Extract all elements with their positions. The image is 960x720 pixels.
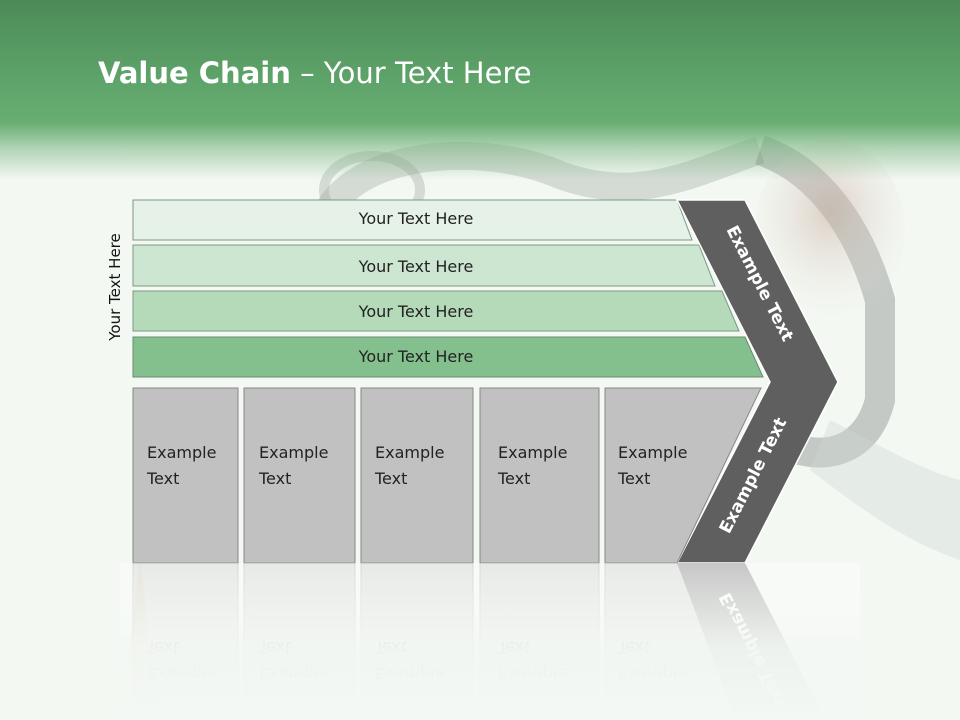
box-2-line2: Text bbox=[258, 469, 291, 488]
box-3-line2: Text bbox=[374, 469, 407, 488]
box-4-line2: Text bbox=[497, 469, 530, 488]
box-1[interactable] bbox=[132, 387, 239, 564]
reflection-fade bbox=[120, 563, 860, 720]
box-3-line1: Example bbox=[375, 443, 444, 462]
slide-title: Value Chain – Your Text Here bbox=[98, 56, 532, 90]
bar-3[interactable] bbox=[132, 290, 740, 332]
header-band bbox=[0, 0, 960, 180]
title-bold: Value Chain bbox=[98, 56, 291, 90]
bar-1[interactable] bbox=[132, 199, 693, 241]
bar-4-label: Your Text Here bbox=[358, 347, 474, 366]
bar-1-label: Your Text Here bbox=[358, 209, 474, 228]
box-2[interactable] bbox=[243, 387, 356, 564]
box-5-line2: Text bbox=[617, 469, 650, 488]
bar-3-label: Your Text Here bbox=[358, 302, 474, 321]
bar-4[interactable] bbox=[132, 336, 764, 378]
box-4[interactable] bbox=[479, 387, 600, 564]
title-rest: – Your Text Here bbox=[290, 56, 532, 90]
box-1-line2: Text bbox=[146, 469, 179, 488]
box-1-line1: Example bbox=[147, 443, 216, 462]
bar-2[interactable] bbox=[132, 244, 716, 287]
box-2-line1: Example bbox=[259, 443, 328, 462]
bar-2-label: Your Text Here bbox=[358, 257, 474, 276]
box-5-line1: Example bbox=[618, 443, 687, 462]
box-4-line1: Example bbox=[498, 443, 567, 462]
